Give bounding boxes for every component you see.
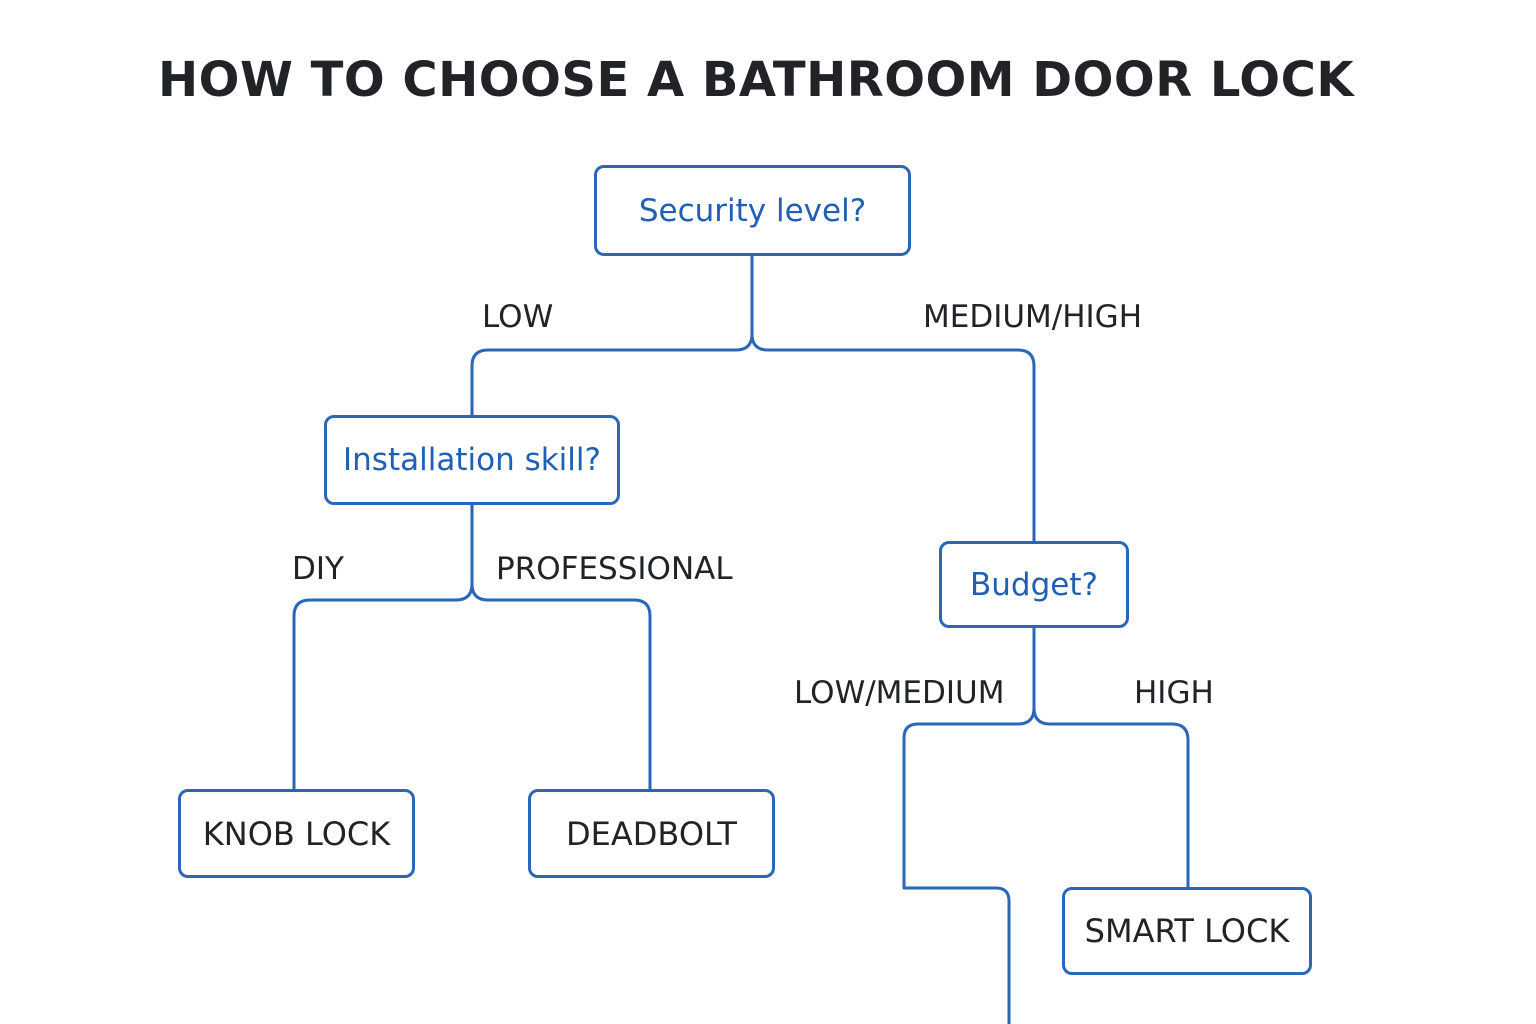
connector-installation-to-deadbolt — [470, 582, 652, 792]
edge-label-low-medium: LOW/MEDIUM — [794, 675, 1005, 711]
node-security-level: Security level? — [594, 165, 911, 256]
node-budget: Budget? — [939, 541, 1129, 628]
node-smart-lock: SMART LOCK — [1062, 887, 1312, 975]
connector-budget-to-smart-lock — [1032, 706, 1190, 890]
node-deadbolt: DEADBOLT — [528, 789, 775, 878]
edge-label-diy: DIY — [292, 551, 344, 587]
diagram-title: HOW TO CHOOSE A BATHROOM DOOR LOCK — [157, 52, 1355, 108]
node-installation-skill: Installation skill? — [324, 415, 620, 505]
connector-installation-to-knob — [292, 582, 474, 792]
node-knob-lock: KNOB LOCK — [178, 789, 415, 878]
edge-label-low: LOW — [482, 299, 554, 335]
connector-budget-to-low-medium — [902, 706, 1036, 1024]
edge-label-high: HIGH — [1134, 675, 1214, 711]
edge-label-professional: PROFESSIONAL — [496, 551, 733, 587]
edge-label-medium-high: MEDIUM/HIGH — [923, 299, 1143, 335]
connector-security-to-installation — [470, 332, 754, 418]
connector-security-to-budget — [750, 332, 1036, 544]
